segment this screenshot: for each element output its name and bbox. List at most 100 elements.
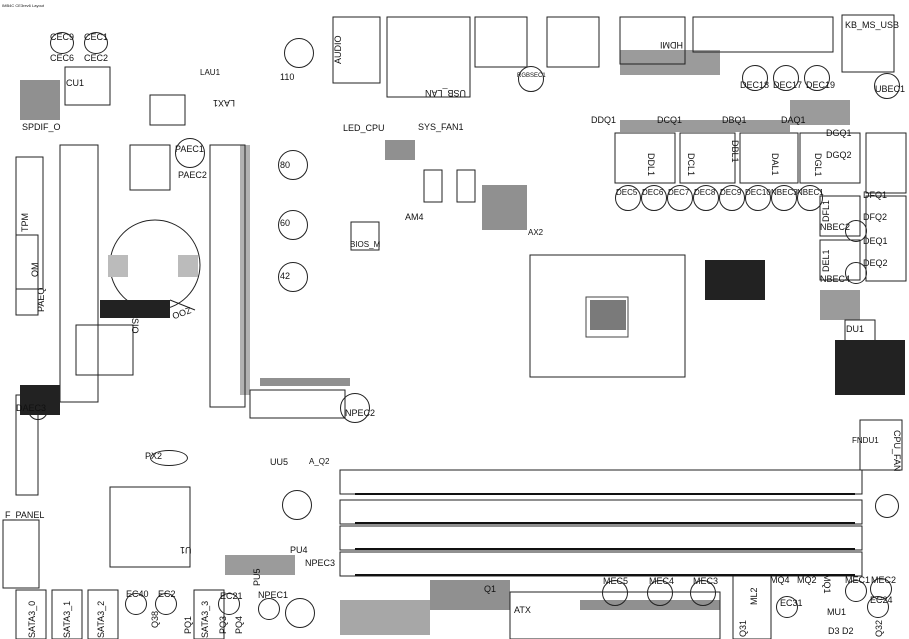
standoff-label-42: 42 — [280, 271, 291, 281]
label-ubec1: UBEC1 — [875, 84, 906, 94]
cap-cec9 — [50, 32, 74, 54]
standoff-80 — [278, 150, 308, 180]
standoff-label-80: 80 — [280, 160, 291, 170]
standoff-bottom — [285, 598, 315, 628]
standoff-label-110: 110 — [280, 72, 295, 82]
label-cec2: CEC2 — [84, 53, 109, 63]
cap-ubec1 — [874, 73, 900, 99]
label-f-panel: F_PANEL — [5, 510, 45, 520]
cap-daec3 — [28, 400, 48, 420]
cap-mec3 — [690, 580, 716, 606]
label-dbl1: DBL1 — [730, 140, 740, 163]
cap-ec31 — [776, 596, 798, 618]
label-px2: PX2 — [145, 451, 163, 461]
dimm-slot-2 — [339, 499, 863, 525]
label-mec1: MEC1 — [845, 575, 871, 585]
cap-paec1 — [175, 138, 205, 168]
cpu-socket — [529, 254, 686, 378]
label-paeq: PAEQ — [36, 287, 46, 312]
label-ml2: ML2 — [749, 587, 759, 605]
label-sata3-0: SATA3_0 — [27, 600, 37, 638]
label-led-cpu: LED_CPU — [343, 123, 385, 133]
label-npec1: NPEC1 — [258, 590, 289, 600]
cap-dec8 — [693, 185, 719, 211]
label-dec17: DEC17 — [773, 80, 803, 90]
label-uu5: UU5 — [270, 457, 289, 467]
label-nbec2: NBEC2 — [820, 222, 851, 232]
label-daq1: DAQ1 — [781, 115, 806, 125]
cap-nbec1 — [797, 185, 823, 211]
label-dbq1: DBQ1 — [722, 115, 747, 125]
label-dec6: DEC6 — [642, 188, 664, 197]
cap-npec2 — [340, 393, 370, 423]
label-d3: D3 — [828, 626, 840, 636]
label-dcl1: DCL1 — [686, 153, 696, 177]
cap-dec10 — [745, 185, 771, 211]
label-lax1: LAX1 — [213, 98, 236, 108]
standoff-mid — [282, 490, 312, 520]
cap-mec2 — [870, 578, 892, 600]
dimm-slot-1 — [339, 469, 863, 495]
cap-dec6 — [641, 185, 667, 211]
label-dec19: DEC19 — [806, 80, 836, 90]
label-du1: DU1 — [846, 324, 865, 334]
label-a-q2: A_Q2 — [309, 457, 330, 466]
board-title: IMB4C CE3rev6 Layout — [2, 3, 45, 8]
label-audio: AUDIO — [333, 35, 343, 64]
standoff-42 — [278, 262, 308, 292]
label-dgl1: DGL1 — [813, 153, 823, 177]
label-dec7: DEC7 — [668, 188, 690, 197]
label-deq2: DEQ2 — [863, 258, 888, 268]
label-sata3-1: SATA3_1 — [62, 600, 72, 638]
label-om: OM — [30, 262, 40, 278]
label-deq1: DEQ1 — [863, 236, 888, 246]
label-cu1: CU1 — [66, 78, 85, 88]
label-ddl1: DDL1 — [646, 153, 656, 177]
cap-mec5 — [602, 580, 628, 606]
label-dec5: DEC5 — [616, 188, 638, 197]
label-hdmi: HDMI — [660, 40, 683, 50]
label-del1: DEL1 — [821, 249, 831, 272]
label-cpu-fan: CPU_FAN — [892, 430, 902, 472]
label-sata3-2: SATA3_2 — [96, 600, 106, 638]
label-dec9: DEC9 — [720, 188, 742, 197]
standoff-110 — [284, 38, 314, 68]
standoff-60 — [278, 210, 308, 240]
label-ec40: EC40 — [126, 589, 149, 599]
label-dal1: DAL1 — [770, 153, 780, 176]
label-paec1: PAEC1 — [175, 144, 204, 154]
cap-dec17 — [773, 65, 799, 91]
cap-dec19 — [804, 65, 830, 91]
label-kb-ms-usb: KB_MS_USB — [845, 20, 900, 30]
label-ax2: AX2 — [528, 228, 544, 237]
label-dec10: DEC10 — [745, 188, 771, 197]
label-nbec4: NBEC4 — [820, 274, 851, 284]
label-cec9: CEC9 — [50, 32, 75, 42]
label-ec24: EC24 — [870, 595, 893, 605]
label-mec3: MEC3 — [693, 576, 719, 586]
label-dfl1: DFL1 — [821, 199, 831, 222]
label-dcq1: DCQ1 — [657, 115, 683, 125]
label-mq4: MQ4 — [770, 575, 790, 585]
label-lau1: LAU1 — [200, 68, 221, 77]
label-pq3: PQ3 — [218, 615, 228, 634]
cap-cec1 — [84, 32, 108, 54]
label-d2: D2 — [842, 626, 854, 636]
label-sio: SIO — [130, 318, 140, 334]
label-pq4: PQ4 — [234, 615, 244, 634]
cap-mec1 — [845, 580, 867, 602]
label-mec4: MEC4 — [649, 576, 675, 586]
px2-outline — [150, 450, 188, 466]
cap-nbec2 — [845, 220, 867, 242]
label-mec5: MEC5 — [603, 576, 629, 586]
label-dfq1: DFQ1 — [863, 190, 888, 200]
cap-dec7 — [667, 185, 693, 211]
label-mq1: MQ1 — [822, 574, 832, 594]
cap-nbec3 — [771, 185, 797, 211]
label-dec8: DEC8 — [694, 188, 716, 197]
cap-ec21 — [218, 593, 240, 615]
label-spdif: SPDIF_O — [22, 122, 61, 132]
cap-dec18 — [742, 65, 768, 91]
label-q1: Q1 — [484, 584, 497, 594]
